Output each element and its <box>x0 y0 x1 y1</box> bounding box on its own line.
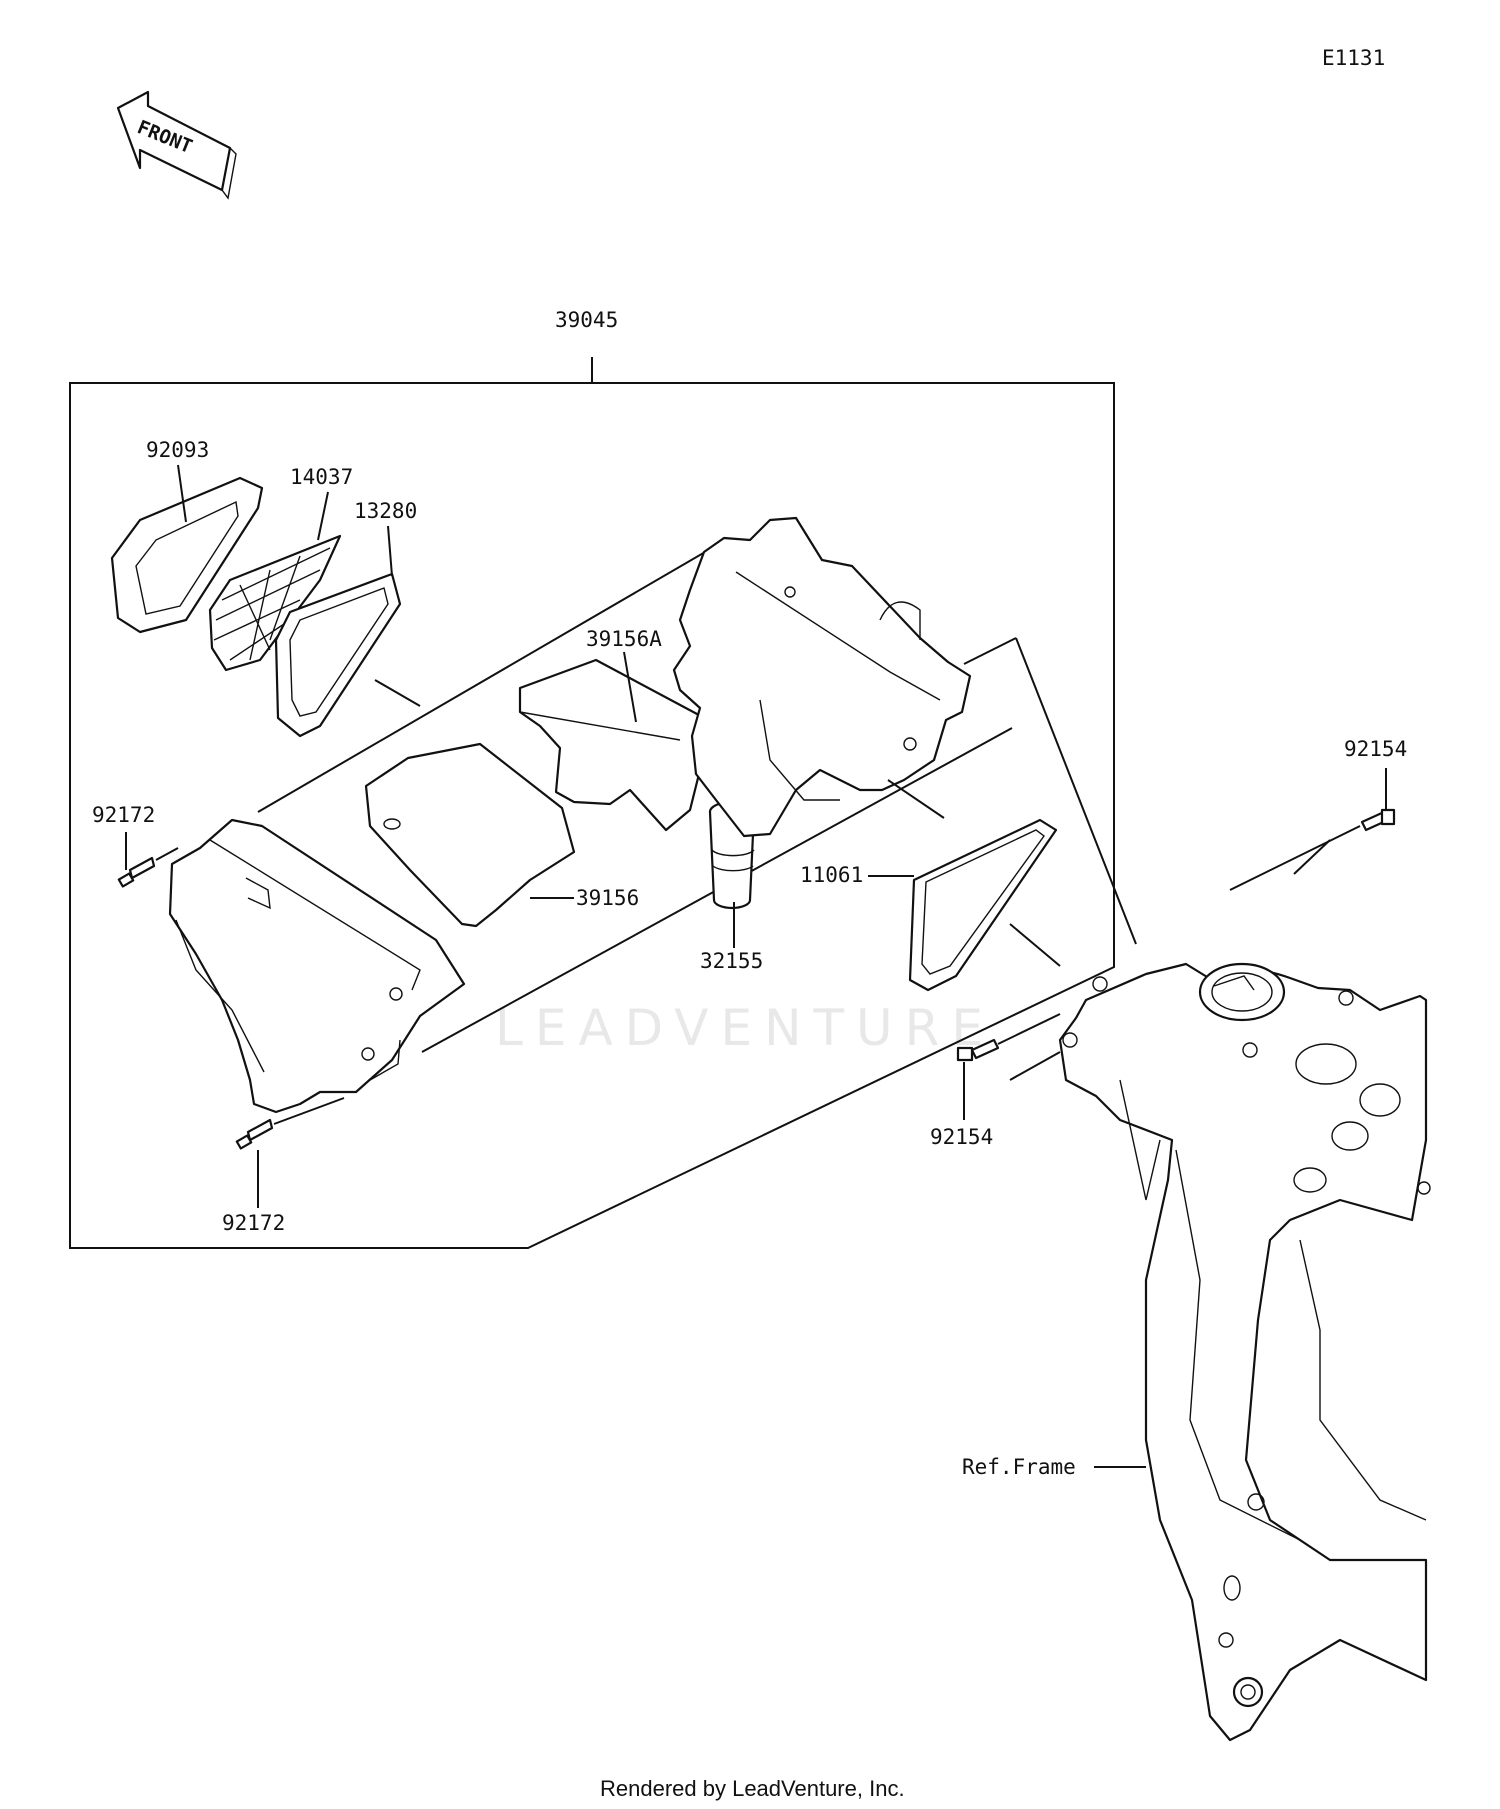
front-arrow-icon: FRONT <box>116 90 237 200</box>
part-92172-bolt-bottom <box>235 1118 274 1150</box>
label-39156a: 39156A <box>586 627 662 651</box>
label-92154-lower: 92154 <box>930 1125 993 1149</box>
part-92154-bolt-right <box>1360 808 1396 832</box>
label-92093: 92093 <box>146 438 209 462</box>
footer-credit: Rendered by LeadVenture, Inc. <box>600 1776 905 1801</box>
part-92093-cover <box>110 476 264 634</box>
assembly-bracket <box>69 357 1115 1249</box>
diagram-code: E1131 <box>1322 46 1385 70</box>
part-39156-duct <box>364 742 576 928</box>
reference-frame <box>1058 962 1431 1742</box>
label-39045: 39045 <box>555 308 618 332</box>
label-11061: 11061 <box>800 863 863 887</box>
label-32155: 32155 <box>700 949 763 973</box>
label-13280: 13280 <box>354 499 417 523</box>
part-left-airbox <box>168 818 466 1114</box>
part-11061-gasket <box>908 818 1058 992</box>
label-14037: 14037 <box>290 465 353 489</box>
label-92154-right: 92154 <box>1344 737 1407 761</box>
label-92172-top: 92172 <box>92 803 155 827</box>
part-right-airbox <box>672 516 972 838</box>
label-92172-bottom: 92172 <box>222 1211 285 1235</box>
ref-frame-label: Ref.Frame <box>962 1455 1076 1479</box>
part-13280-gasket <box>274 572 402 738</box>
label-39156: 39156 <box>576 886 639 910</box>
part-92172-bolt-top <box>117 856 156 888</box>
watermark: LEADVENTURE <box>495 999 995 1057</box>
part-92154-bolt-lower <box>956 1038 1000 1062</box>
